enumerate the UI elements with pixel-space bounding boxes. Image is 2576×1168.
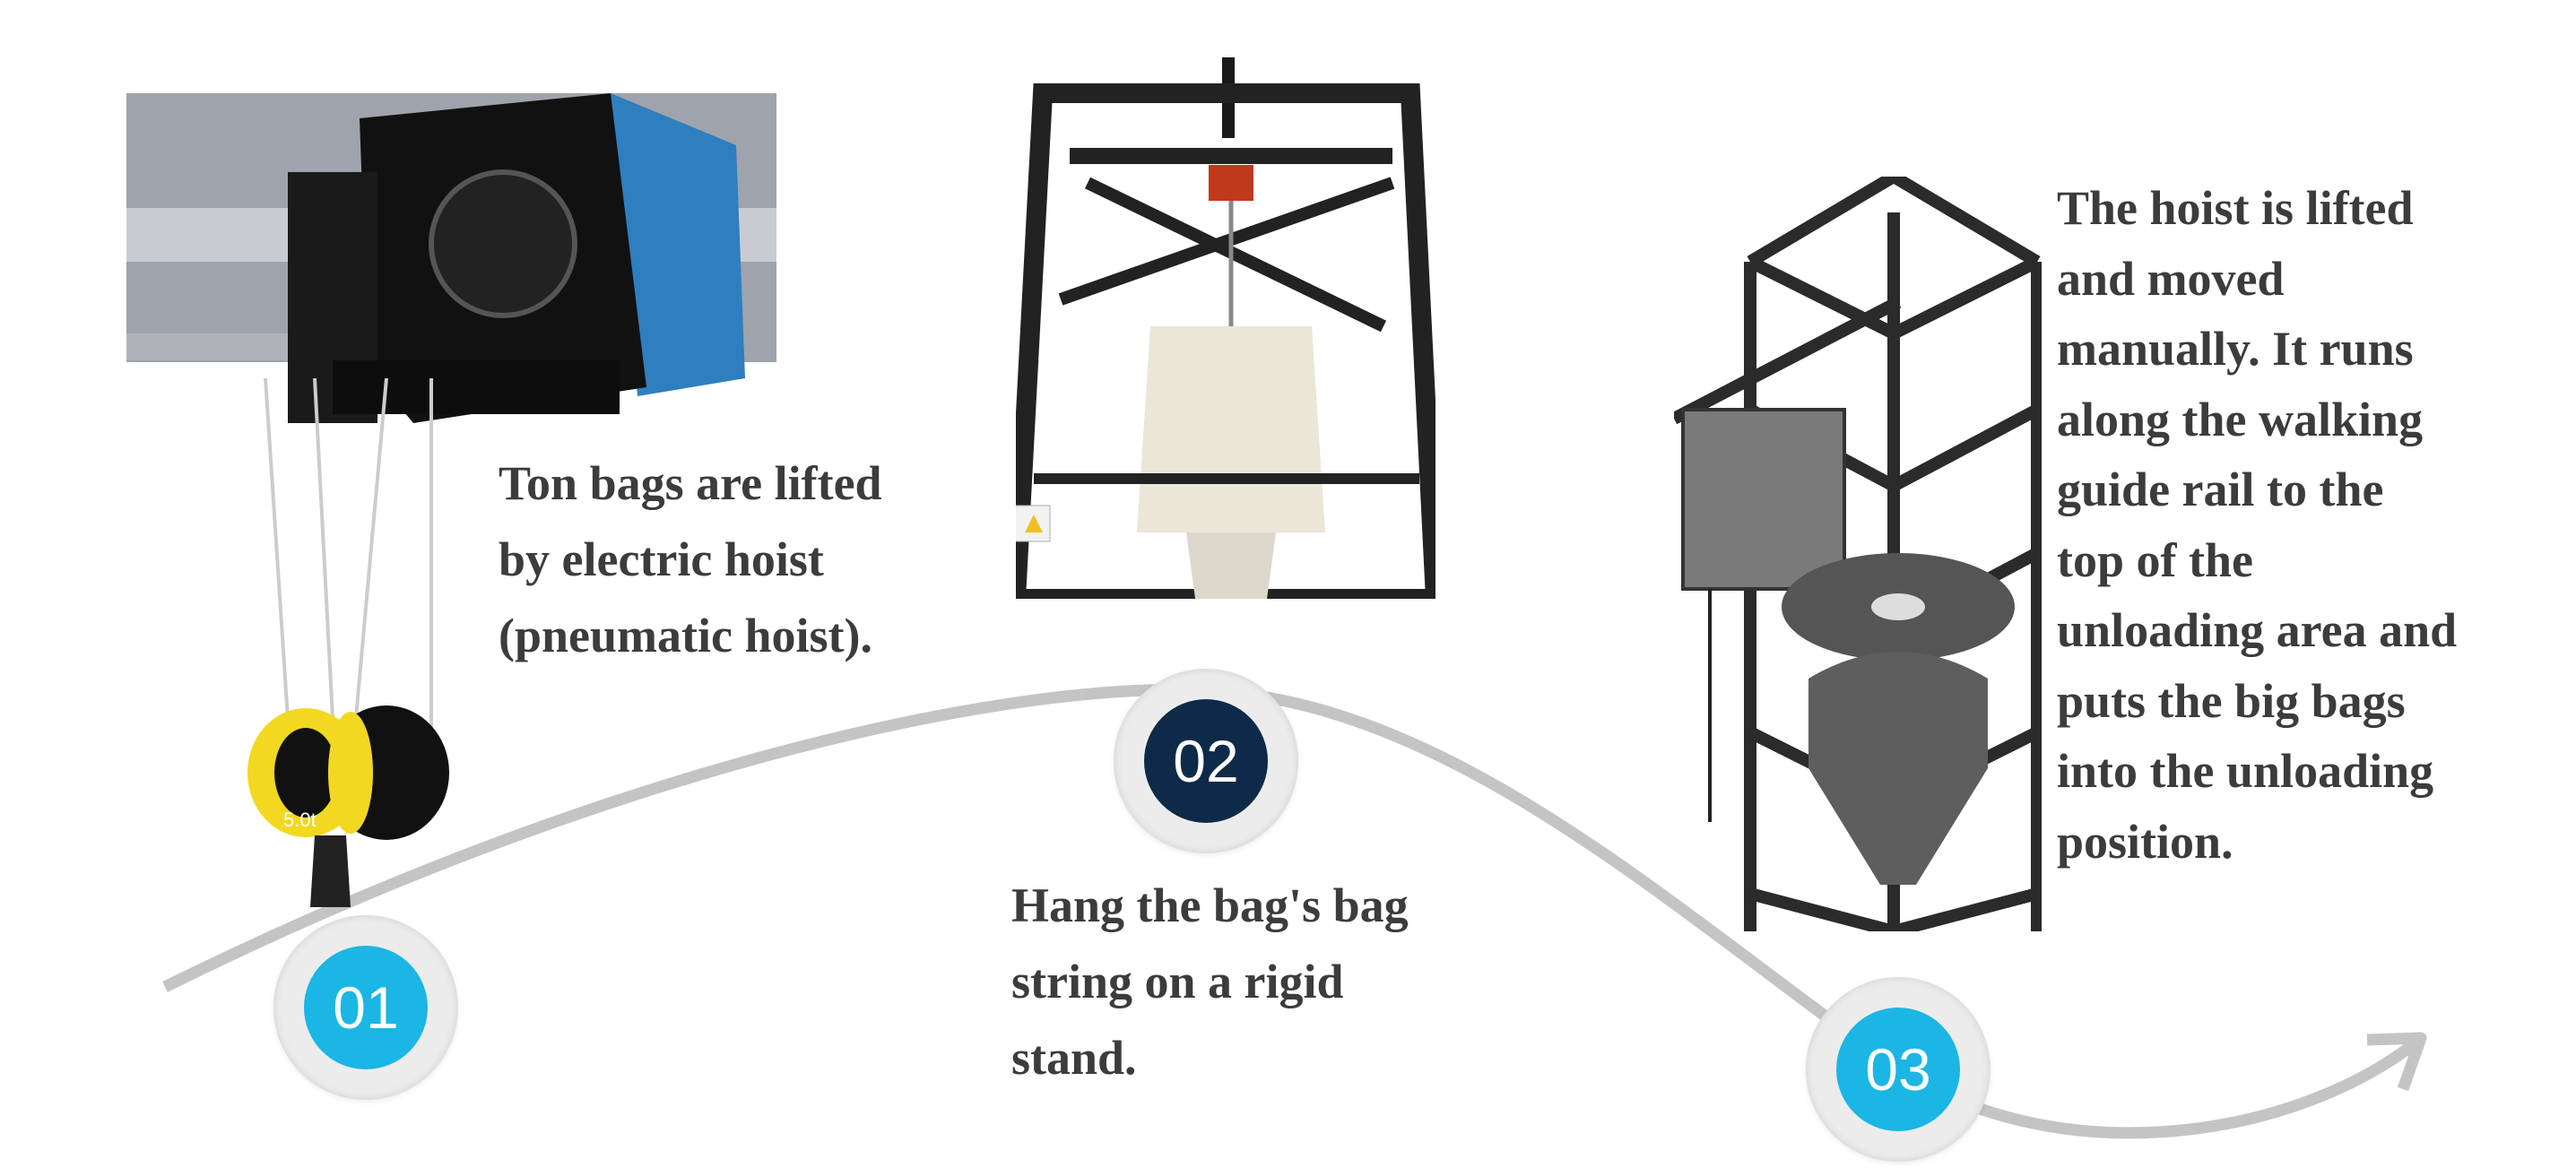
text-line: Hang the bag's bag	[1011, 878, 1409, 932]
electric-hoist-image: 5.0t	[126, 93, 776, 907]
text-line: stand.	[1011, 1031, 1137, 1085]
text-line: manually. It runs	[2057, 322, 2414, 376]
step-number: 02	[1144, 699, 1268, 823]
step-1-description: Ton bags are lifted by electric hoist (p…	[499, 446, 882, 674]
flow-curve	[162, 683, 2423, 1139]
text-line: string on a rigid	[1011, 955, 1344, 1008]
text-line: position.	[2057, 814, 2233, 869]
step-number: 03	[1836, 1008, 1960, 1131]
text-line: Ton bags are lifted	[499, 456, 882, 510]
step-number: 01	[304, 946, 428, 1069]
step-2-description: Hang the bag's bag string on a rigid sta…	[1011, 868, 1409, 1096]
step-marker-01: 01	[273, 915, 458, 1100]
text-line: guide rail to the	[2057, 463, 2384, 516]
arrow-head-icon	[2366, 1032, 2427, 1092]
hoist-capacity-label: 5.0t	[283, 809, 317, 831]
text-line: unloading area and	[2057, 603, 2458, 657]
text-line: (pneumatic hoist).	[499, 609, 872, 662]
text-line: into the unloading	[2057, 744, 2434, 798]
text-line: top of the	[2057, 532, 2253, 587]
text-line: and moved	[2057, 251, 2285, 306]
unloading-station-image	[1674, 177, 2042, 931]
text-line: along the walking	[2057, 392, 2424, 446]
text-line: The hoist is lifted	[2057, 181, 2414, 235]
text-line: puts the big bags	[2057, 673, 2406, 728]
rigid-stand-image	[1016, 57, 1435, 599]
step-3-description: The hoist is lifted and moved manually. …	[2057, 173, 2457, 877]
step-marker-02: 02	[1114, 669, 1298, 853]
step-marker-03: 03	[1806, 977, 1991, 1162]
text-line: by electric hoist	[499, 532, 824, 586]
